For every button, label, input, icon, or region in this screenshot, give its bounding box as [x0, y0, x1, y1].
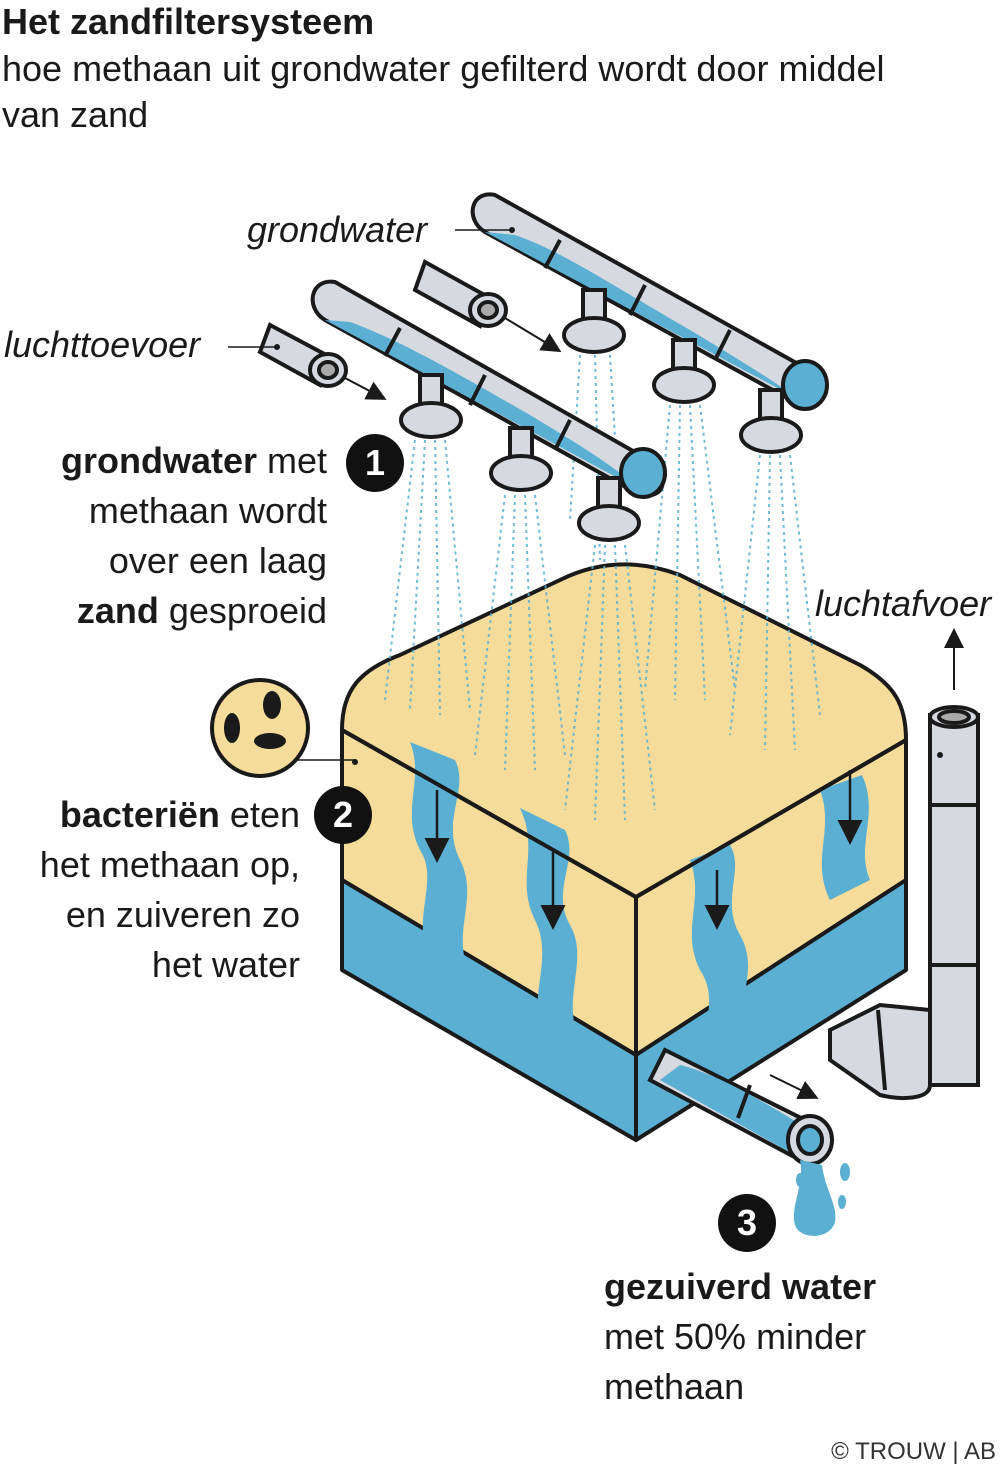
bacteria-icon [210, 678, 310, 778]
step-1-text: grondwater met methaan wordt over een la… [60, 440, 327, 631]
label-groundwater: grondwater [247, 209, 428, 250]
step-2-bold: bacteriën [59, 794, 220, 835]
water-drop-icon [793, 1160, 850, 1236]
top-face-sand [340, 562, 908, 899]
nozzles-front [399, 373, 641, 542]
nozzles-back [562, 288, 803, 454]
air-intake-pipes [257, 259, 508, 388]
credit-line: © TROUW | AB [831, 1438, 996, 1465]
step-1-badge: 1 [346, 434, 404, 492]
step-3-badge: 3 [718, 1194, 776, 1252]
page-title: Het zandfiltersysteem [2, 1, 375, 42]
step-2-badge: 2 [314, 786, 372, 844]
step-3-text: gezuiverd water met 50% minder methaan [604, 1266, 877, 1407]
step-2-text: bacteriën eten het methaan op, en zuiver… [39, 794, 300, 985]
spray-lines [384, 354, 821, 821]
step-3-bold: gezuiverd water [604, 1266, 877, 1307]
groundwater-pipe-front [310, 279, 667, 499]
label-air-intake: luchttoevoer [4, 324, 201, 365]
step-1-bold: grondwater [60, 440, 257, 481]
groundwater-pipe-back [470, 192, 829, 411]
air-exhaust-pipe [828, 705, 980, 1100]
label-air-exhaust: luchtafvoer [815, 583, 992, 624]
outlet-pipe [647, 1047, 834, 1166]
page-subtitle: hoe methaan uit grondwater gefilterd wor… [2, 48, 885, 135]
